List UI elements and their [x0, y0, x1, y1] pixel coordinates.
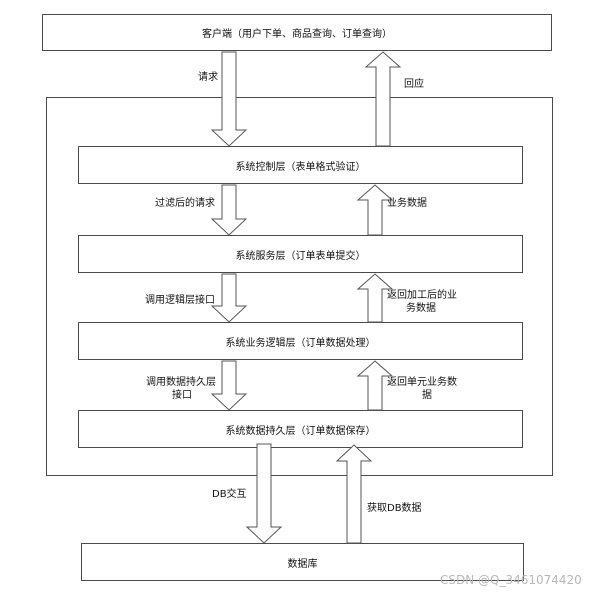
request-arrow [210, 51, 248, 147]
call-logic-arrow [210, 273, 248, 323]
persistence-layer-box: 系统数据持久层（订单数据保存） [78, 410, 523, 448]
client-label: 客户端（用户下单、商品查询、订单查询） [202, 29, 392, 40]
call-persist-arrow [210, 360, 248, 411]
call-persist-label-1: 调用数据持久层 [146, 377, 216, 388]
response-arrow [364, 51, 402, 147]
request-label: 请求 [198, 72, 218, 83]
logic-layer-label: 系统业务逻辑层（订单数据处理） [225, 337, 376, 349]
service-layer-box: 系统服务层（订单表单提交） [78, 235, 523, 273]
database-box: 数据库 [81, 543, 524, 581]
unit-data-arrow [356, 360, 394, 411]
unit-data-label-2: 据 [422, 390, 432, 401]
call-logic-label: 调用逻辑层接口 [145, 295, 215, 306]
filtered-request-label: 过滤后的请求 [155, 198, 215, 209]
business-data-arrow [356, 184, 394, 236]
control-layer-label: 系统控制层（表单格式验证） [235, 161, 366, 173]
filtered-request-arrow [210, 184, 248, 236]
control-layer-box: 系统控制层（表单格式验证） [78, 146, 523, 184]
watermark-text: CSDN @Q_3461074420 [440, 573, 582, 587]
get-db-data-label: 获取DB数据 [367, 503, 422, 514]
service-layer-label: 系统服务层（订单表单提交） [235, 250, 366, 262]
call-persist-label-2: 接口 [172, 390, 192, 401]
processed-data-label-1: 返回加工后的业 [387, 290, 457, 301]
processed-data-label-2: 务数据 [406, 303, 436, 314]
response-label: 回应 [404, 79, 424, 90]
database-label: 数据库 [287, 558, 318, 570]
logic-layer-box: 系统业务逻辑层（订单数据处理） [78, 322, 523, 360]
unit-data-label-1: 返回单元业务数 [387, 377, 457, 388]
db-interact-label: DB交互 [212, 489, 247, 500]
processed-data-arrow [356, 273, 394, 323]
client-box: 客户端（用户下单、商品查询、订单查询） [42, 14, 552, 51]
persistence-layer-label: 系统数据持久层（订单数据保存） [225, 425, 376, 437]
get-db-data-arrow [335, 444, 373, 544]
db-interact-arrow [245, 443, 283, 544]
business-data-label: 业务数据 [387, 198, 427, 209]
